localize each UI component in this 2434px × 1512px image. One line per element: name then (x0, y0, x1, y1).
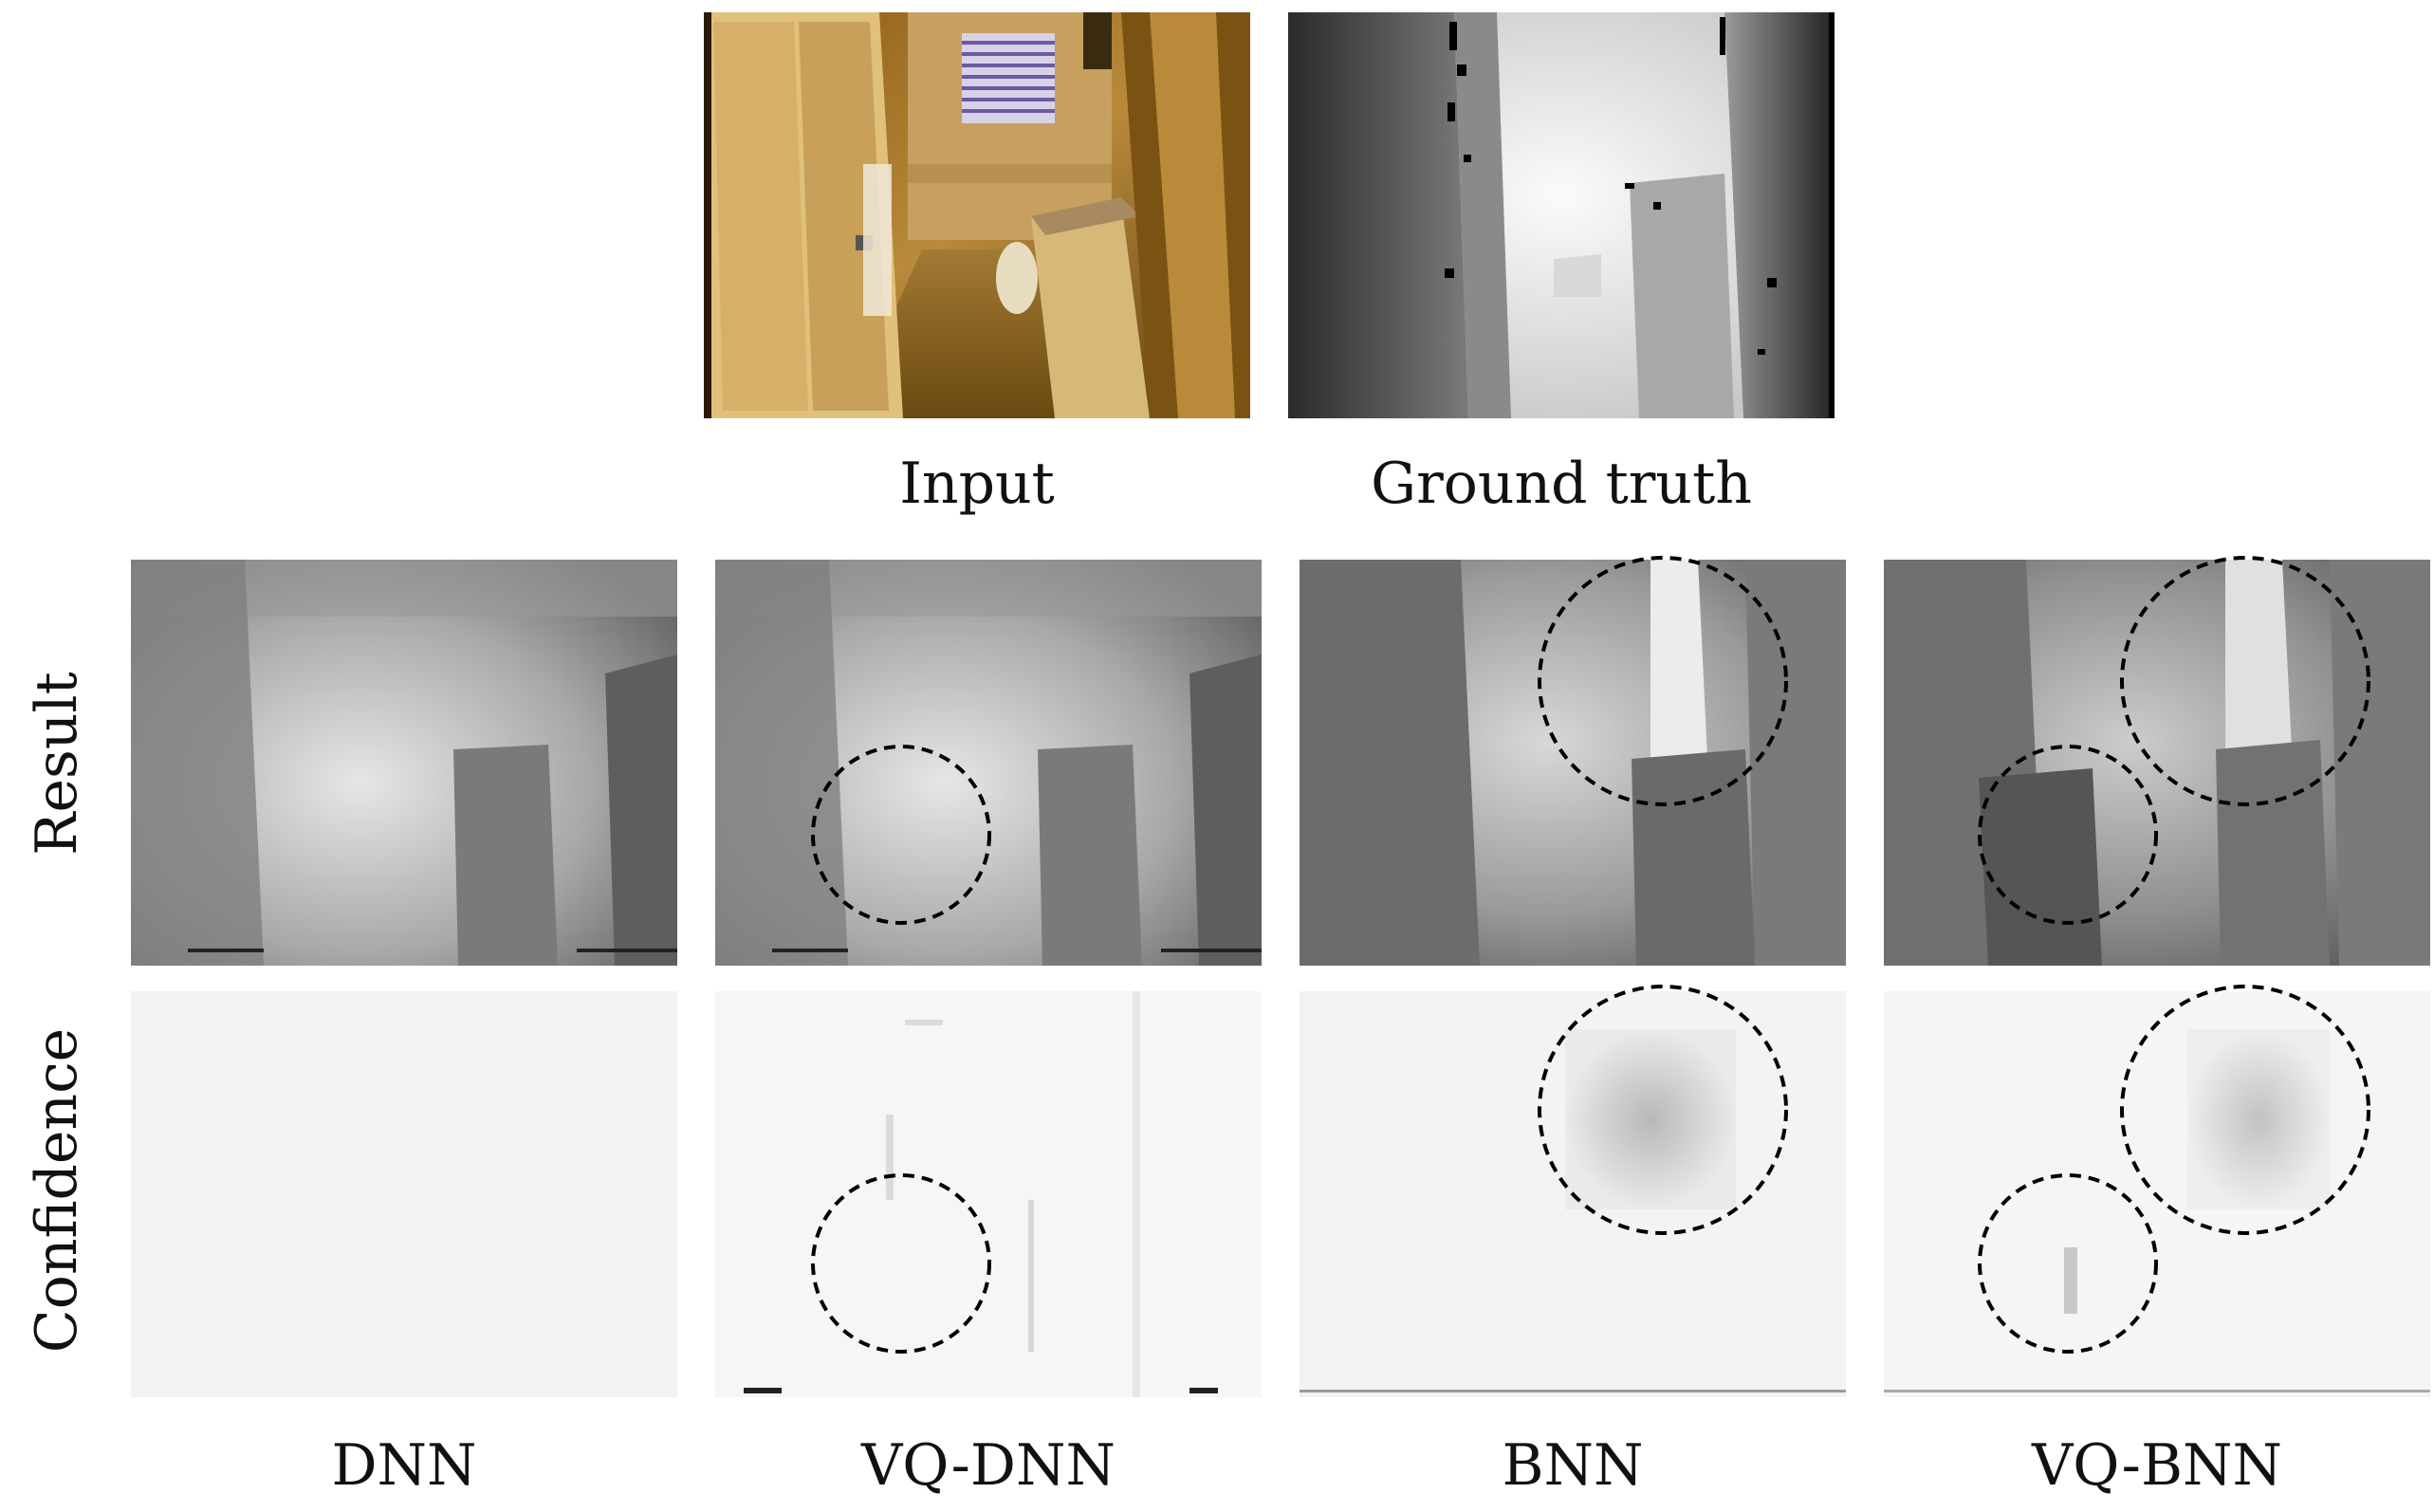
highlight-circle-vq-dnn-confidence (811, 1173, 991, 1354)
ground-truth-image (1288, 12, 1835, 418)
column-label-bnn: BNN (1502, 1432, 1644, 1499)
confidence-vq-dnn (715, 991, 1262, 1397)
column-label-vq-dnn: VQ-DNN (860, 1432, 1116, 1499)
column-label-dnn: DNN (331, 1432, 477, 1499)
caption-input: Input (899, 451, 1055, 517)
result-dnn (131, 560, 677, 966)
column-label-vq-bnn: VQ-BNN (2031, 1432, 2283, 1499)
highlight-circle-vq-bnn-confidence-small (1978, 1173, 2158, 1354)
highlight-circle-bnn-result (1538, 556, 1788, 806)
row-label-result: Result (24, 672, 90, 856)
result-bnn (1300, 560, 1846, 966)
result-vq-dnn (715, 560, 1262, 966)
highlight-circle-bnn-confidence (1538, 985, 1788, 1235)
highlight-circle-vq-bnn-confidence-large (2120, 985, 2370, 1235)
confidence-dnn (131, 991, 677, 1397)
result-vq-bnn (1884, 560, 2430, 966)
row-label-confidence: Confidence (24, 1027, 90, 1354)
highlight-circle-vq-dnn-result (811, 745, 991, 925)
caption-ground-truth: Ground truth (1371, 451, 1752, 517)
input-image (704, 12, 1250, 418)
highlight-circle-vq-bnn-result-large (2120, 556, 2370, 806)
highlight-circle-vq-bnn-result-small (1978, 745, 2158, 925)
